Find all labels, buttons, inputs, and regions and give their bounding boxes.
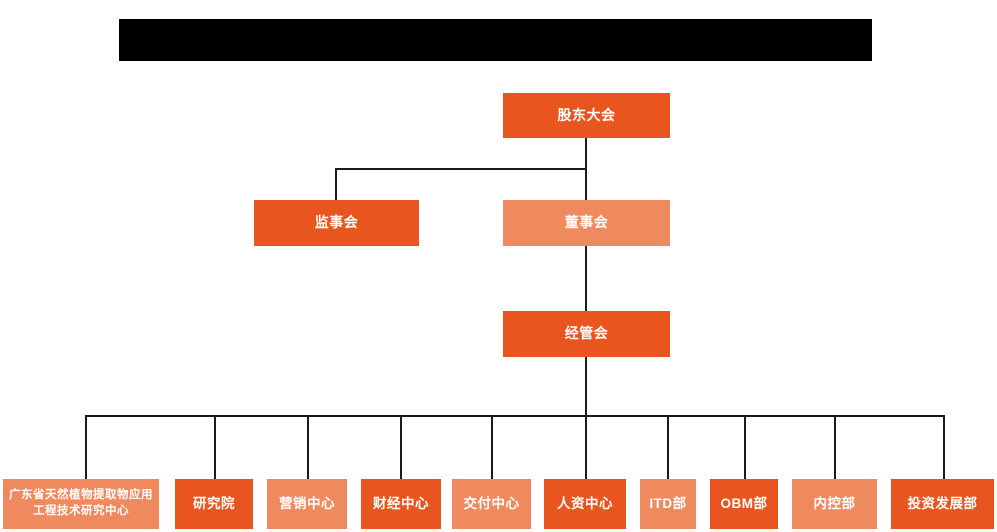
node-hr-center[interactable]: 人资中心 (544, 479, 626, 529)
connector-drop-institute (214, 415, 216, 479)
connector-board-to-management (585, 246, 587, 312)
connector-drop-marketing (307, 415, 309, 479)
connector-drop-itd (667, 415, 669, 479)
connector-to-supervisors (335, 168, 337, 201)
connector-drop-investment (943, 415, 945, 479)
node-delivery-center[interactable]: 交付中心 (452, 479, 531, 529)
connector-drop-research-center (85, 415, 87, 479)
connector-management-down (585, 357, 587, 416)
node-research-institute[interactable]: 研究院 (175, 479, 253, 529)
connector-drop-finance (400, 415, 402, 479)
node-finance-center[interactable]: 财经中心 (361, 479, 441, 529)
node-obm-department[interactable]: OBM部 (710, 479, 778, 529)
connector-drop-obm (744, 415, 746, 479)
node-internal-control-department[interactable]: 内控部 (792, 479, 877, 529)
connector-drop-hr (585, 415, 587, 479)
node-board-of-directors[interactable]: 董事会 (503, 200, 670, 246)
connector-department-bar (85, 415, 945, 417)
connector-drop-delivery (491, 415, 493, 479)
connector-shareholders-down (585, 138, 587, 169)
redacted-title-banner (119, 19, 872, 61)
node-guangdong-plant-extract-research-center[interactable]: 广东省天然植物提取物应用工程技术研究中心 (3, 479, 159, 529)
node-itd-department[interactable]: ITD部 (640, 479, 696, 529)
node-investment-development-department[interactable]: 投资发展部 (891, 479, 994, 529)
connector-drop-internal-control (834, 415, 836, 479)
node-shareholders-meeting[interactable]: 股东大会 (503, 93, 670, 138)
connector-to-board (585, 168, 587, 201)
node-management-committee[interactable]: 经管会 (503, 311, 670, 357)
node-board-of-supervisors[interactable]: 监事会 (254, 200, 419, 246)
node-marketing-center[interactable]: 营销中心 (267, 479, 347, 529)
connector-supervisor-board-bar (335, 168, 587, 170)
